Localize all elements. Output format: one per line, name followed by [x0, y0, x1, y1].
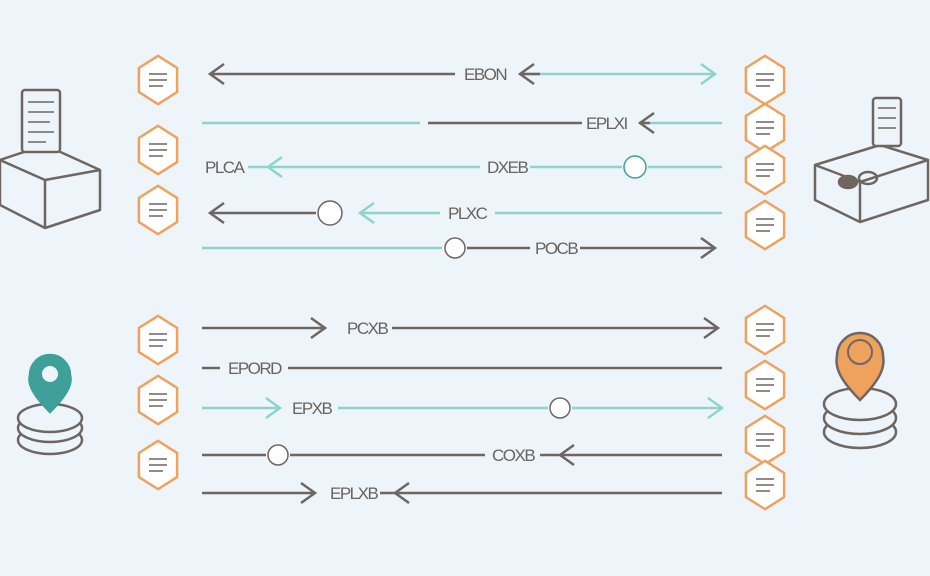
participant-glyph-icon [756, 218, 774, 232]
location-pin-icon [16, 353, 84, 456]
arrow-left-icon [207, 201, 225, 225]
participant-glyph-icon [756, 433, 774, 447]
arrow-right-icon [703, 316, 721, 340]
badge-icon [317, 200, 343, 226]
arrow-left-icon [637, 111, 655, 135]
label-r7: EPORD [228, 359, 282, 378]
machine-icon [813, 96, 930, 224]
participant-glyph-icon [756, 378, 774, 392]
labels: EBON EPLXI PLCA DXEB PLXC POCB PCXB EPOR… [205, 65, 629, 503]
package-document-icon [0, 88, 102, 230]
participant-glyph-icon [756, 73, 774, 87]
arrow-left-icon [517, 62, 535, 86]
participant-glyph-icon [149, 73, 167, 87]
arrow-right-icon [265, 396, 283, 420]
label-r3b: DXEB [487, 158, 528, 177]
participant-glyph-icon [149, 143, 167, 157]
arrow-right-icon [310, 316, 328, 340]
label-r10: EPLXB [330, 484, 378, 503]
arrow-right-icon [707, 396, 725, 420]
arrow-right-icon [300, 481, 318, 505]
label-r3a: PLCA [205, 158, 246, 177]
arrow-left-icon [357, 201, 375, 225]
label-r9: COXB [492, 446, 535, 465]
arrow-left-icon [392, 481, 410, 505]
participant-glyph-icon [756, 323, 774, 337]
location-pin-icon [822, 331, 898, 450]
crown-icon [267, 444, 289, 466]
crown-icon [623, 155, 647, 179]
participant-glyph-icon [756, 121, 774, 135]
inline-icons [267, 155, 647, 466]
label-r5: POCB [535, 239, 578, 258]
arrow-left-icon [265, 155, 283, 179]
crown-icon [549, 397, 571, 419]
participant-badges [137, 54, 786, 511]
arrow-right-icon [700, 62, 718, 86]
crown-icon [444, 237, 466, 259]
label-r6: PCXB [347, 319, 388, 338]
participant-glyph-icon [756, 478, 774, 492]
participant-glyph-icon [756, 163, 774, 177]
label-r4: PLXC [448, 204, 488, 223]
label-r1: EBON [464, 65, 506, 84]
label-r2: EPLXI [586, 114, 627, 133]
arrow-left-icon [207, 62, 225, 86]
participant-glyph-icon [149, 458, 167, 472]
arrow-right-icon [700, 236, 718, 260]
label-r8: EPXB [292, 399, 333, 418]
participant-glyph-icon [149, 203, 167, 217]
participant-glyph-icon [149, 333, 167, 347]
arrow-lines [202, 62, 725, 505]
participant-glyph-icon [149, 393, 167, 407]
arrow-left-icon [557, 443, 575, 467]
